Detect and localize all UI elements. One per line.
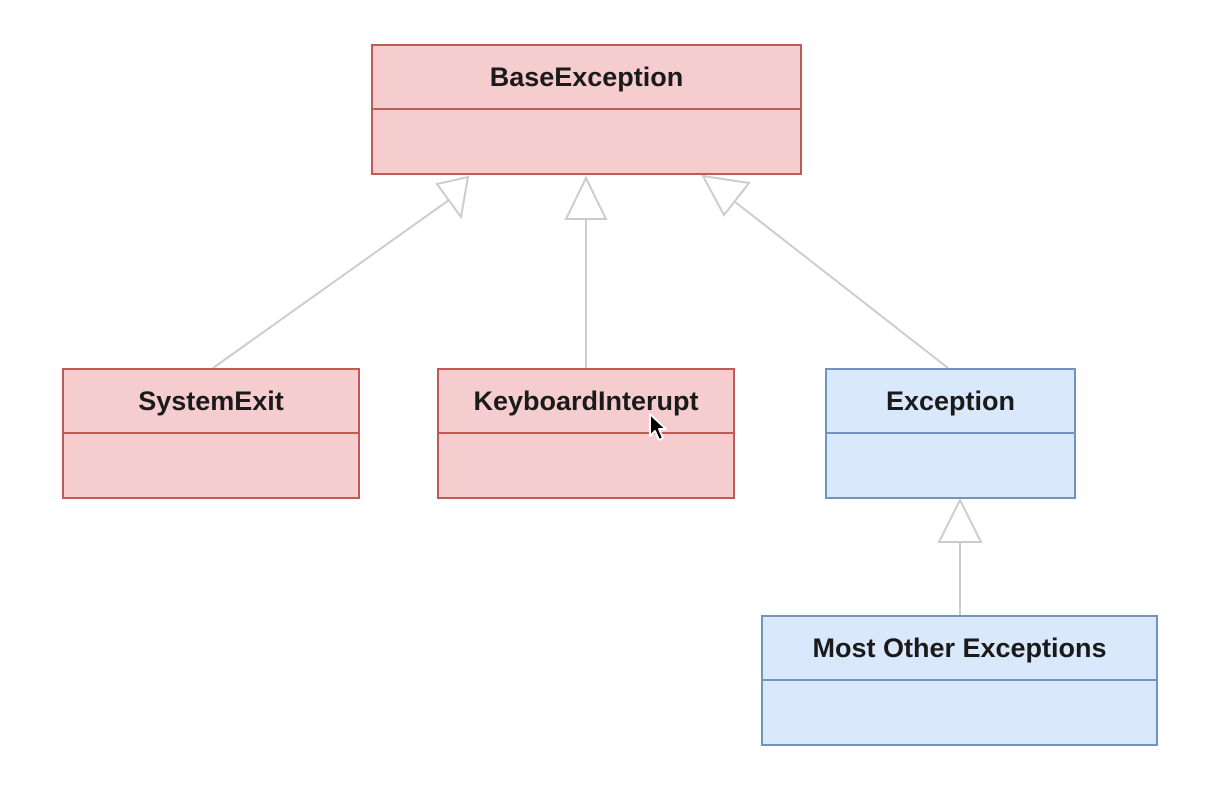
class-body <box>373 110 800 173</box>
class-name: BaseException <box>373 46 800 110</box>
edge-other-to-exception <box>937 497 983 615</box>
class-keyboardinterupt[interactable]: KeyboardInterupt <box>437 368 735 499</box>
class-name: Exception <box>827 370 1074 434</box>
class-name: KeyboardInterupt <box>439 370 733 434</box>
edge-exception-to-baseexception <box>701 174 949 369</box>
class-systemexit[interactable]: SystemExit <box>62 368 360 499</box>
class-body <box>64 434 358 497</box>
class-name: SystemExit <box>64 370 358 434</box>
mouse-pointer-icon <box>649 413 667 441</box>
class-body <box>763 681 1156 744</box>
class-exception[interactable]: Exception <box>825 368 1076 499</box>
class-baseexception[interactable]: BaseException <box>371 44 802 175</box>
edge-systemexit-to-baseexception <box>212 175 470 369</box>
class-name: Most Other Exceptions <box>763 617 1156 681</box>
edge-keyboard-to-baseexception <box>564 175 608 368</box>
class-most-other-exceptions[interactable]: Most Other Exceptions <box>761 615 1158 746</box>
class-body <box>439 434 733 497</box>
class-body <box>827 434 1074 497</box>
